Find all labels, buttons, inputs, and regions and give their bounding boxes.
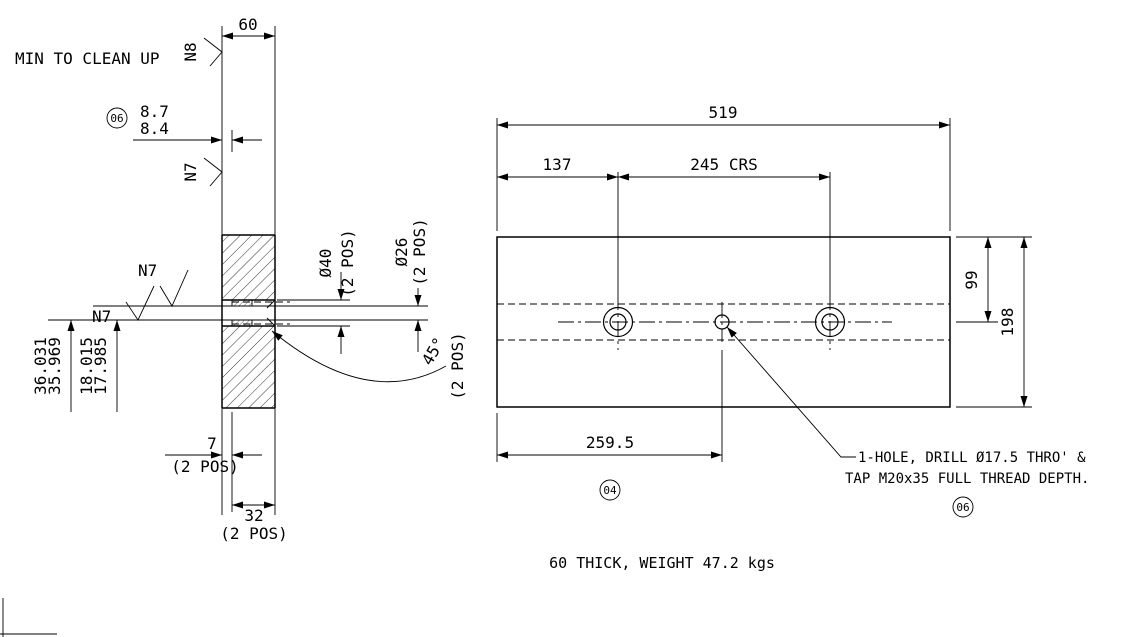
thread-hatch-bottom bbox=[232, 320, 252, 326]
note-min-clean-up: MIN TO CLEAN UP bbox=[15, 49, 160, 68]
balloon-06-section bbox=[106, 107, 128, 129]
balloon-06-plan bbox=[952, 496, 974, 518]
dim-36031: 36.031 bbox=[31, 337, 50, 395]
dim-519: 519 bbox=[709, 103, 738, 122]
dim-8-4: 8.4 bbox=[140, 119, 169, 138]
hatch-upper bbox=[222, 235, 275, 300]
dim-8-7: 8.7 bbox=[140, 102, 169, 121]
n7-symbol-1-icon bbox=[203, 157, 223, 187]
chamfer-leader-arc bbox=[271, 330, 447, 383]
dim-45-pos: (2 POS) bbox=[448, 332, 467, 399]
hole-note-line2: TAP M20x35 FULL THREAD DEPTH. bbox=[845, 471, 1089, 487]
groove-hidden-lines bbox=[497, 303, 950, 341]
dim-2595: 259.5 bbox=[586, 433, 634, 452]
balloon-06-section-label: 06 bbox=[110, 112, 123, 125]
hole-note-line1: 1-HOLE, DRILL Ø17.5 THRO' & bbox=[858, 450, 1086, 466]
dim-137: 137 bbox=[543, 155, 572, 174]
section-view: 60 N8 MIN TO CLEAN UP 06 8.7 8.4 N7 N7 N… bbox=[15, 15, 467, 543]
plan-view: 519 137 245 CRS 99 198 259.5 04 1-HOLE, … bbox=[496, 103, 1089, 518]
dim-thickness-60: 60 bbox=[238, 15, 257, 34]
dim-18015: 18.015 bbox=[77, 337, 96, 395]
dim-17985: 17.985 bbox=[91, 337, 110, 395]
chamfer-lines bbox=[266, 299, 276, 327]
hole-note-leader bbox=[726, 326, 856, 458]
dim-35969: 35.969 bbox=[45, 337, 64, 395]
dim-dia26: Ø26 bbox=[392, 238, 411, 267]
dim-dia26-pos: (2 POS) bbox=[410, 218, 429, 285]
dim-198: 198 bbox=[998, 308, 1017, 337]
dim-32: 32 bbox=[244, 506, 263, 525]
thread-hatch-top bbox=[232, 300, 252, 306]
balloon-06-plan-label: 06 bbox=[956, 501, 969, 514]
n8-symbol-icon bbox=[203, 37, 223, 67]
drawing-frame-corner bbox=[0, 598, 57, 637]
thickness-weight-note: 60 THICK, WEIGHT 47.2 kgs bbox=[549, 554, 775, 572]
n7-label-2: N7 bbox=[138, 261, 157, 280]
dim-7-pos: (2 POS) bbox=[171, 457, 238, 476]
thread-hidden-lines bbox=[232, 301, 290, 325]
n7-label-3: N7 bbox=[92, 307, 111, 326]
dim-dia40-pos: (2 POS) bbox=[338, 229, 357, 296]
plate-outline bbox=[496, 236, 951, 408]
dim-7: 7 bbox=[207, 434, 217, 453]
n7-label-1: N7 bbox=[181, 162, 200, 181]
dim-99: 99 bbox=[962, 270, 981, 289]
thread-steps bbox=[231, 300, 253, 326]
dim-245crs: 245 CRS bbox=[690, 155, 757, 174]
n8-label: N8 bbox=[181, 42, 200, 61]
balloon-04-label: 04 bbox=[603, 484, 617, 497]
dim-32-pos: (2 POS) bbox=[220, 524, 287, 543]
dim-dia40: Ø40 bbox=[316, 249, 335, 278]
hatch-lower bbox=[222, 326, 275, 408]
balloon-04 bbox=[599, 479, 621, 501]
